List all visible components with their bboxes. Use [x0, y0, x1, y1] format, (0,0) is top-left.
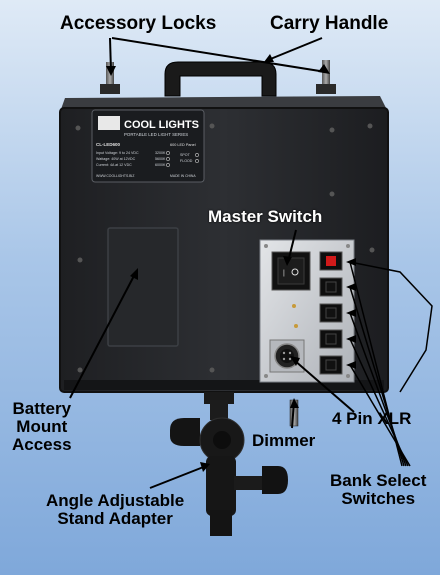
nameplate: COOL LIGHTS PORTABLE LED LIGHT SERIES CL… — [91, 109, 205, 183]
series-text: PORTABLE LED LIGHT SERIES — [124, 132, 188, 137]
brand-text: COOL LIGHTS — [124, 119, 199, 131]
model-text: CL-LED600 — [96, 142, 121, 147]
bank-select-label: Bank Select Switches — [330, 472, 426, 508]
flood-text: FLOOD — [180, 159, 193, 163]
temp-6000: 6000K — [155, 163, 166, 167]
origin-text: MADE IN CHINA — [170, 174, 196, 178]
battery-mount-panel[interactable] — [107, 227, 179, 347]
arrow-heads — [106, 54, 356, 472]
bank-switch-3[interactable] — [319, 303, 343, 323]
xlr-label: 4 Pin XLR — [332, 409, 412, 428]
bank-switch-4[interactable] — [319, 329, 343, 349]
stand-label-line2: Stand Adapter — [57, 508, 173, 528]
stand-adapter-label: Angle Adjustable Stand Adapter — [46, 492, 184, 528]
dimmer-label: Dimmer — [252, 431, 316, 450]
spot-text: SPOT — [180, 153, 191, 157]
spec-voltage: Input Voltage: 9 to 24 VDC — [96, 151, 139, 155]
carry-handle-label: Carry Handle — [270, 13, 389, 34]
bank-label-line2: Switches — [341, 488, 416, 508]
spec-wattage: Wattage: 40W at 12VDC — [96, 157, 136, 161]
bank-switch-1[interactable] — [319, 251, 343, 271]
battery-label-line2: Mount — [16, 416, 68, 436]
callout-arrows — [69, 37, 355, 489]
master-switch-label: Master Switch — [208, 207, 323, 226]
carry-handle[interactable] — [164, 61, 277, 97]
xlr-connector[interactable] — [269, 339, 305, 373]
stand-adapter[interactable] — [170, 392, 288, 536]
temp-3200: 3200K — [155, 151, 166, 155]
spec-current: Current: 4A at 12 VDC — [96, 163, 132, 167]
accessory-locks-label: Accessory Locks — [60, 13, 217, 34]
battery-label-line3: Access — [12, 434, 72, 454]
accessory-lock-right[interactable] — [316, 60, 336, 94]
website-text: WWW.COOLLIGHTS.BIZ — [96, 174, 134, 178]
temp-5600: 5600K — [155, 157, 166, 161]
panel-text: 600 LED Panel — [170, 143, 196, 147]
svg-text:|: | — [283, 270, 285, 277]
battery-label-line1: Battery — [12, 399, 72, 418]
stand-label-line1: Angle Adjustable — [46, 491, 185, 510]
master-switch[interactable]: | — [271, 251, 311, 291]
bank-switch-5[interactable] — [319, 355, 343, 375]
bank-callout-lines — [349, 261, 433, 467]
bank-switch-2[interactable] — [319, 277, 343, 297]
battery-mount-label: Battery Mount Access — [12, 400, 72, 454]
bank-label-line1: Bank Select — [330, 471, 427, 490]
accessory-lock-left[interactable] — [100, 62, 120, 94]
housing-screws — [75, 123, 375, 373]
